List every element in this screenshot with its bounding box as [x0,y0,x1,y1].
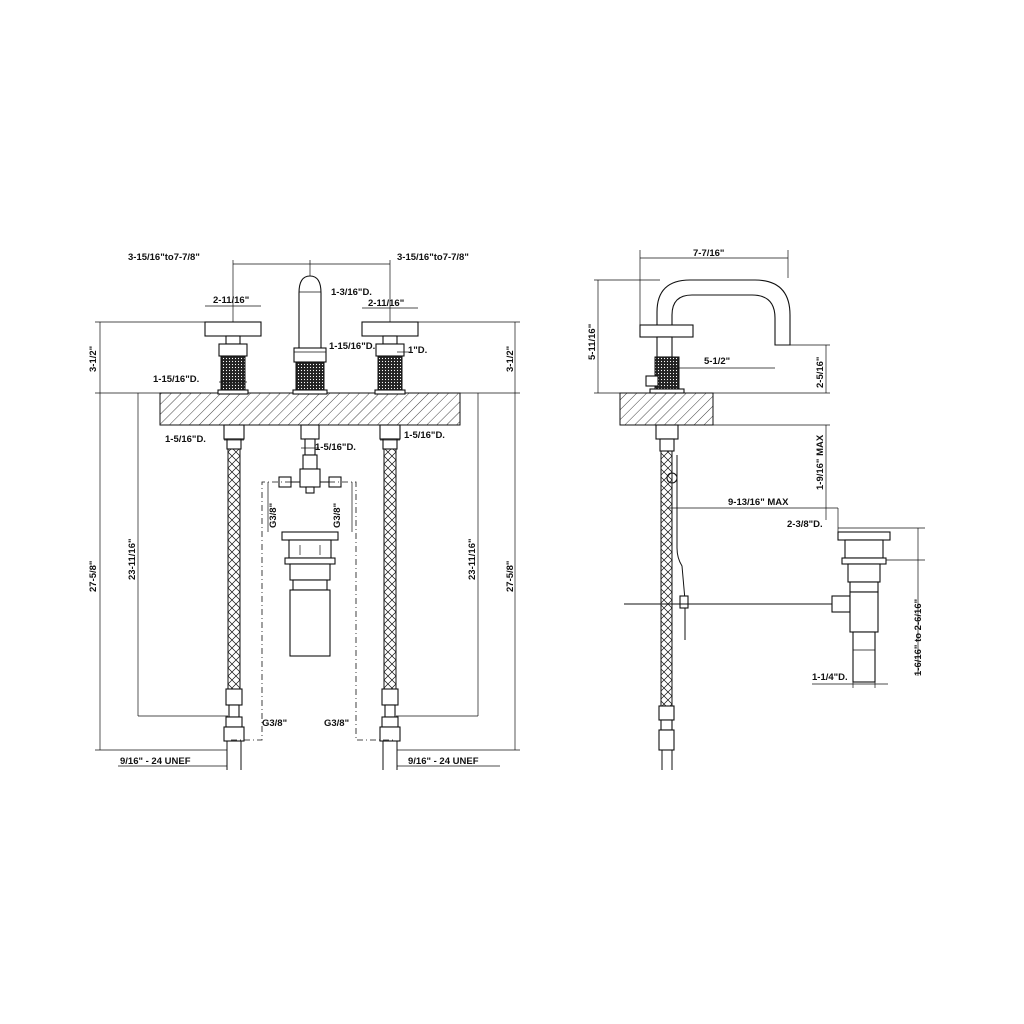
spout-height-label: 5-11/16" [587,324,598,360]
overall-height-right-label: 27-5/8" [505,561,516,592]
conn-g38-label-1: G3/8" [268,503,279,528]
drain-flange-dia-label: 2-3/8"D. [787,519,823,530]
hose-length-left-label: 23-11/16" [127,539,138,580]
right-body-dia-label: 1"D. [408,345,427,356]
spout-offset-label: 5-1/2" [704,356,730,367]
conn-g38-label-3: G3/8" [262,718,287,729]
side-view: 7-7/16" 5-11/16" 5-1/2" 2-5/16" 1-9/16" … [587,248,925,770]
spout-base-dia-label: 1-15/16"D. [329,341,375,352]
side-drain [831,531,891,683]
drain-tail-dia-label: 1-1/4"D. [812,672,848,683]
thread-left-label: 9/16" - 24 UNEF [120,756,191,767]
deck-thickness-label: 1-9/16" MAX [815,434,826,490]
drain-reach-label: 9-13/16" MAX [728,497,789,508]
right-hose [383,448,397,690]
spread-left-label: 3-15/16"to7-7/8" [128,252,200,263]
right-handle [361,321,419,450]
hose-length-right-label: 23-11/16" [467,539,478,580]
left-shank-dia-label: 1-5/16"D. [165,434,206,445]
spout-dia-label: 1-3/16"D. [331,287,372,298]
center-shank-dia-label: 1-5/16"D. [315,442,356,453]
handle-height-left-label: 3-1/2" [88,346,99,372]
conn-g38-label-4: G3/8" [324,718,349,729]
right-hose-end [379,688,401,770]
left-hose-end [223,688,245,770]
handle-width-left-label: 2-11/16" [213,295,249,306]
conn-g38-label-2: G3/8" [332,503,343,528]
left-body-dia-label: 1-15/16"D. [153,374,199,385]
thread-right-label: 9/16" - 24 UNEF [408,756,479,767]
spout [278,275,342,494]
left-hose [227,448,241,690]
front-drain [281,531,339,657]
deck-section [159,392,461,426]
left-handle [204,321,262,450]
overall-height-left-label: 27-5/8" [88,561,99,592]
side-hose [660,450,673,707]
handle-width-right-label: 2-11/16" [368,298,404,309]
front-view: 3-15/16"to7-7/8" 3-15/16"to7-7/8" 1-3/16… [88,252,520,770]
right-shank-dia-label: 1-5/16"D. [404,430,445,441]
spout-reach-label: 7-7/16" [693,248,724,259]
side-deck-section [619,392,714,426]
spread-right-label: 3-15/16"to7-7/8" [397,252,469,263]
handle-height-right-label: 3-1/2" [505,346,516,372]
drain-height-label: 1-6/16" to 2-6/16" [913,599,924,676]
handle-height-side-label: 2-5/16" [815,357,826,388]
